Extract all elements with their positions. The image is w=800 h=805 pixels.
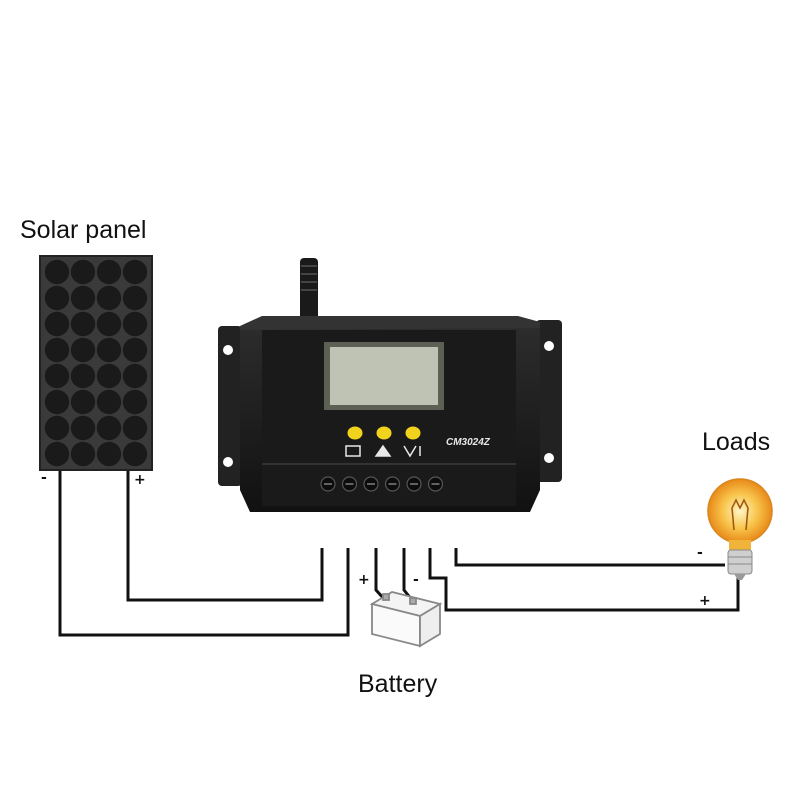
solar-cell <box>44 311 70 337</box>
solar-panel-icon <box>39 255 153 471</box>
solar-cell <box>70 311 96 337</box>
solar-cell <box>96 415 122 441</box>
mount-hole-tl <box>223 345 233 355</box>
solar-status-icon <box>345 445 361 457</box>
solar-cell <box>70 285 96 311</box>
solar-panel-cells <box>44 259 148 467</box>
load-status-icon <box>403 445 421 458</box>
cable-ridges <box>301 265 317 291</box>
lcd-screen <box>330 347 438 405</box>
controller-button[interactable] <box>405 426 421 440</box>
solar-cell <box>70 259 96 285</box>
solar-cell <box>44 389 70 415</box>
mount-hole-bl <box>223 457 233 467</box>
solar-cell <box>96 441 122 467</box>
solar-cell <box>122 441 148 467</box>
battery-icon <box>369 591 443 648</box>
solar-cell <box>96 259 122 285</box>
solar-cell <box>96 363 122 389</box>
label-loads: Loads <box>702 428 771 456</box>
bulb-base <box>727 549 753 575</box>
terminal-block <box>320 476 444 492</box>
battery-warning-icon <box>374 444 392 457</box>
solar-cell <box>122 259 148 285</box>
bulb-contact <box>734 574 746 580</box>
wire-battery-negative <box>402 548 414 601</box>
mounting-tab-right <box>536 320 562 482</box>
status-icons <box>345 444 421 458</box>
wire-battery-positive <box>374 548 387 602</box>
bulb-glass <box>707 478 773 544</box>
button-row <box>347 426 421 440</box>
solar-cell <box>122 415 148 441</box>
solar-cell <box>44 415 70 441</box>
solar-positive-sign: + <box>134 472 146 488</box>
battery-negative-sign: - <box>413 572 419 588</box>
solar-cell <box>44 285 70 311</box>
solar-cell <box>44 337 70 363</box>
wire-solar-negative <box>58 470 350 637</box>
controller-button[interactable] <box>347 426 363 440</box>
solar-cell <box>96 389 122 415</box>
battery-terminal-neg <box>409 597 417 605</box>
solar-cell <box>44 259 70 285</box>
wires <box>58 470 740 637</box>
load-positive-sign: + <box>699 593 711 609</box>
solar-cell <box>122 389 148 415</box>
controller-top <box>240 316 540 332</box>
wire-load-negative <box>454 548 725 567</box>
bulb-filament <box>731 498 749 531</box>
solar-cell <box>44 363 70 389</box>
mount-hole-br <box>544 453 554 463</box>
solar-cell <box>70 441 96 467</box>
mounting-tab-left <box>218 326 242 486</box>
solar-cell <box>70 363 96 389</box>
solar-cell <box>44 441 70 467</box>
load-negative-sign: - <box>697 545 703 561</box>
light-bulb-icon <box>707 478 773 580</box>
solar-cell <box>122 285 148 311</box>
label-solar-panel: Solar panel <box>20 216 147 244</box>
solar-negative-sign: - <box>41 470 47 486</box>
controller-model: CM3024Z <box>446 437 491 448</box>
wire-solar-positive <box>126 470 324 602</box>
solar-cell <box>122 311 148 337</box>
solar-cell <box>70 415 96 441</box>
solar-cell <box>70 389 96 415</box>
battery-positive-sign: + <box>358 572 370 588</box>
solar-cell <box>96 285 122 311</box>
battery-terminal-pos <box>382 593 390 601</box>
mount-hole-tr <box>544 341 554 351</box>
charge-controller-icon: CM3024Z <box>218 258 562 512</box>
controller-button[interactable] <box>376 426 392 440</box>
label-battery: Battery <box>358 670 438 698</box>
wire-load-positive <box>428 548 740 612</box>
solar-cell <box>122 363 148 389</box>
solar-cell <box>96 311 122 337</box>
solar-cell <box>122 337 148 363</box>
battery-side <box>419 602 441 648</box>
solar-cell <box>70 337 96 363</box>
bulb-neck <box>729 540 751 550</box>
solar-cell <box>96 337 122 363</box>
